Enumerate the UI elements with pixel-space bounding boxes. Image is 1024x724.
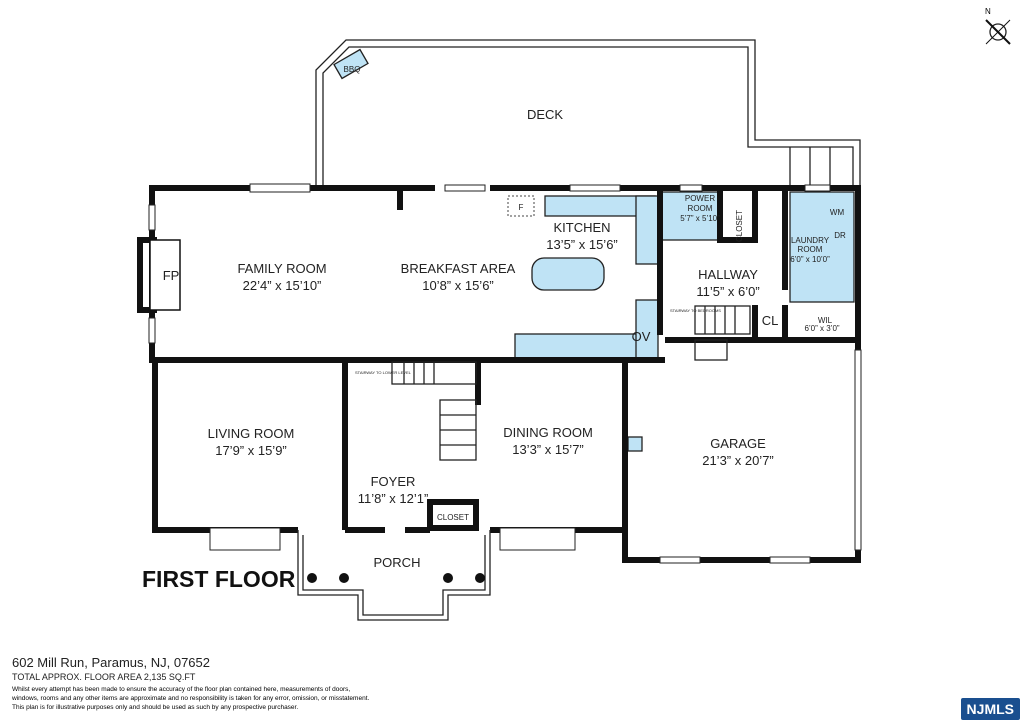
svg-text:6’0” x 10’0”: 6’0” x 10’0” [790, 255, 830, 264]
svg-text:BBQ: BBQ [344, 65, 361, 74]
svg-text:13’3” x 15’7”: 13’3” x 15’7” [512, 442, 584, 457]
windows [148, 183, 862, 564]
svg-text:CL: CL [762, 313, 779, 328]
svg-text:13’5” x 15’6”: 13’5” x 15’6” [546, 237, 618, 252]
njmls-watermark-logo: NJMLS [960, 698, 1020, 720]
svg-text:LAUNDRY: LAUNDRY [791, 236, 830, 245]
svg-text:PORCH: PORCH [374, 555, 421, 570]
svg-text:6’0” x 3’0”: 6’0” x 3’0” [804, 324, 839, 333]
svg-text:LIVING ROOM: LIVING ROOM [208, 426, 295, 441]
svg-text:CLOSET: CLOSET [735, 210, 744, 242]
svg-text:10’8” x 15’6”: 10’8” x 15’6” [422, 278, 494, 293]
svg-text:11’8” x 12’1”: 11’8” x 12’1” [358, 491, 429, 506]
svg-text:21’3” x 20’7”: 21’3” x 20’7” [702, 453, 774, 468]
svg-text:STAIRWAY TO LOWER LEVEL: STAIRWAY TO LOWER LEVEL [355, 370, 412, 375]
svg-text:11’5” x 6’0”: 11’5” x 6’0” [696, 284, 759, 299]
svg-text:HALLWAY: HALLWAY [698, 267, 758, 282]
svg-text:ROOM: ROOM [688, 204, 713, 213]
walls [137, 185, 861, 563]
porch [297, 530, 491, 621]
svg-text:BREAKFAST AREA: BREAKFAST AREA [401, 261, 516, 276]
svg-text:DINING ROOM: DINING ROOM [503, 425, 593, 440]
svg-text:GARAGE: GARAGE [710, 436, 766, 451]
kitchen-island [531, 257, 605, 291]
svg-text:FP: FP [163, 268, 180, 283]
stairs: STAIRWAY TO LOWER LEVEL STAIRWAY TO BEDR… [355, 305, 751, 461]
svg-text:WM: WM [830, 208, 845, 217]
svg-text:F: F [519, 203, 524, 212]
svg-text:CLOSET: CLOSET [437, 513, 469, 522]
floor-area: TOTAL APPROX. FLOOR AREA 2,135 SQ.FT [12, 672, 196, 682]
svg-text:5’7” x 5’10”: 5’7” x 5’10” [680, 214, 720, 223]
disclaimer-line: This plan is for illustrative purposes o… [12, 704, 299, 711]
svg-text:17’9” x 15’9”: 17’9” x 15’9” [215, 443, 287, 458]
svg-text:22’4” x 15’10”: 22’4” x 15’10” [243, 278, 322, 293]
disclaimer-line: Whilst every attempt has been made to en… [12, 686, 351, 693]
laundry-room [789, 191, 855, 303]
compass-icon: N [985, 7, 1011, 45]
svg-text:N: N [985, 7, 991, 16]
svg-text:DECK: DECK [527, 107, 563, 122]
svg-text:WIL: WIL [818, 316, 833, 325]
svg-text:DR: DR [834, 231, 846, 240]
svg-text:FAMILY ROOM: FAMILY ROOM [237, 261, 326, 276]
address: 602 Mill Run, Paramus, NJ, 07652 [12, 655, 210, 670]
svg-text:ROOM: ROOM [798, 245, 823, 254]
svg-text:POWER: POWER [685, 194, 715, 203]
svg-text:STAIRWAY TO BEDROOMS: STAIRWAY TO BEDROOMS [670, 308, 721, 313]
svg-text:FOYER: FOYER [371, 474, 416, 489]
svg-text:OV: OV [632, 329, 651, 344]
disclaimer-line: windows, rooms and any other items are a… [12, 695, 370, 702]
deck: BBQ DECK [315, 39, 861, 188]
svg-text:KITCHEN: KITCHEN [553, 220, 610, 235]
floor-title: FIRST FLOOR [142, 566, 296, 592]
